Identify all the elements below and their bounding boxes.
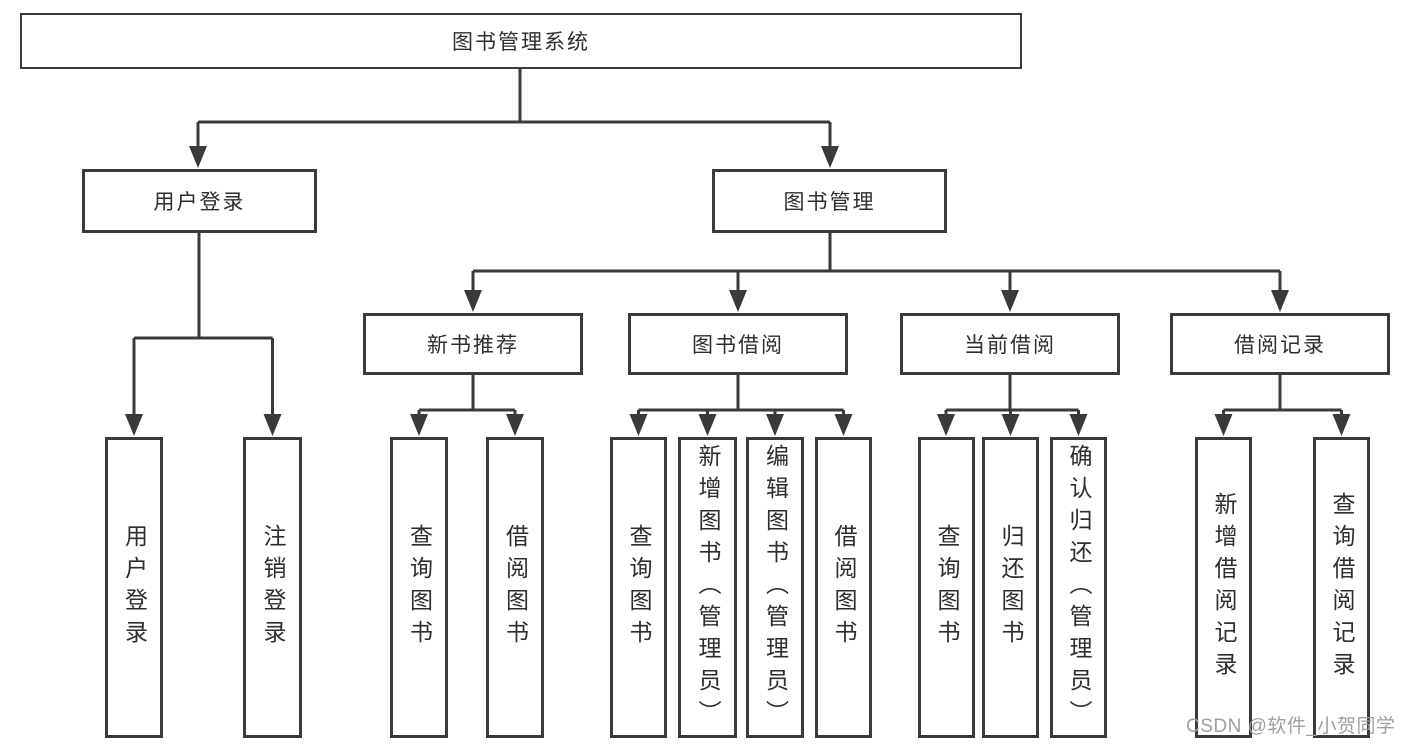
- leaf-edit-books-admin-label: 编辑图书（管理员）: [762, 443, 789, 732]
- leaf-user-login-label: 用户登录: [121, 523, 148, 652]
- leaf-query-books-borrowing: 查询图书: [610, 437, 667, 738]
- node-root-system: 图书管理系统: [20, 13, 1022, 69]
- leaf-confirm-return-admin-label: 确认归还（管理员）: [1066, 443, 1092, 732]
- node-current-borrowing-label: 当前借阅: [964, 334, 1056, 357]
- leaf-add-borrow-record: 新增借阅记录: [1195, 437, 1252, 738]
- leaf-borrow-books-label: 借阅图书: [831, 523, 857, 652]
- connector-current-to-leaves: [937, 375, 1088, 436]
- leaf-borrow-books-recommend: 借阅图书: [486, 437, 544, 738]
- leaf-add-books-admin-label: 新增图书（管理员）: [695, 443, 721, 732]
- leaf-query-books-recommend-label: 查询图书: [406, 523, 433, 652]
- leaf-logout-label: 注销登录: [260, 523, 286, 652]
- connector-new-book-to-leaves: [410, 375, 524, 436]
- connector-borrowing-to-leaves: [629, 375, 853, 436]
- connector-records-to-leaves: [1214, 375, 1351, 436]
- leaf-edit-books-admin: 编辑图书（管理员）: [746, 437, 804, 738]
- node-new-book-recommend: 新书推荐: [363, 313, 583, 375]
- node-book-borrowing: 图书借阅: [628, 313, 848, 375]
- node-user-login-label: 用户登录: [153, 191, 246, 214]
- node-borrowing-records-label: 借阅记录: [1234, 334, 1326, 357]
- connector-root-to-branches: [189, 69, 839, 168]
- leaf-return-books: 归还图书: [982, 437, 1039, 738]
- csdn-watermark: CSDN @软件_小贺同学: [1186, 716, 1396, 737]
- leaf-borrow-books: 借阅图书: [815, 437, 872, 738]
- node-current-borrowing: 当前借阅: [900, 313, 1120, 375]
- node-root-label: 图书管理系统: [452, 31, 590, 54]
- node-new-book-recommend-label: 新书推荐: [427, 334, 519, 357]
- leaf-query-books-recommend: 查询图书: [390, 437, 448, 738]
- leaf-user-login: 用户登录: [105, 437, 163, 738]
- connector-user-login-to-leaves: [125, 233, 282, 436]
- leaf-query-books-current: 查询图书: [918, 437, 975, 738]
- leaf-return-books-label: 归还图书: [998, 523, 1024, 652]
- leaf-add-books-admin: 新增图书（管理员）: [678, 437, 737, 738]
- leaf-query-borrow-record: 查询借阅记录: [1313, 437, 1370, 738]
- connector-book-mgmt-to-modules: [464, 233, 1289, 312]
- node-borrowing-records: 借阅记录: [1170, 313, 1390, 375]
- leaf-logout: 注销登录: [243, 437, 302, 738]
- leaf-query-books-current-label: 查询图书: [934, 523, 960, 652]
- node-book-borrowing-label: 图书借阅: [692, 334, 784, 357]
- node-book-management-label: 图书管理: [783, 191, 876, 214]
- node-book-management-branch: 图书管理: [712, 169, 947, 233]
- leaf-confirm-return-admin: 确认归还（管理员）: [1050, 437, 1107, 738]
- node-user-login-branch: 用户登录: [82, 169, 317, 233]
- leaf-borrow-books-recommend-label: 借阅图书: [502, 523, 529, 652]
- leaf-add-borrow-record-label: 新增借阅记录: [1211, 491, 1237, 684]
- leaf-query-borrow-record-label: 查询借阅记录: [1329, 491, 1355, 684]
- leaf-query-books-borrowing-label: 查询图书: [626, 523, 652, 652]
